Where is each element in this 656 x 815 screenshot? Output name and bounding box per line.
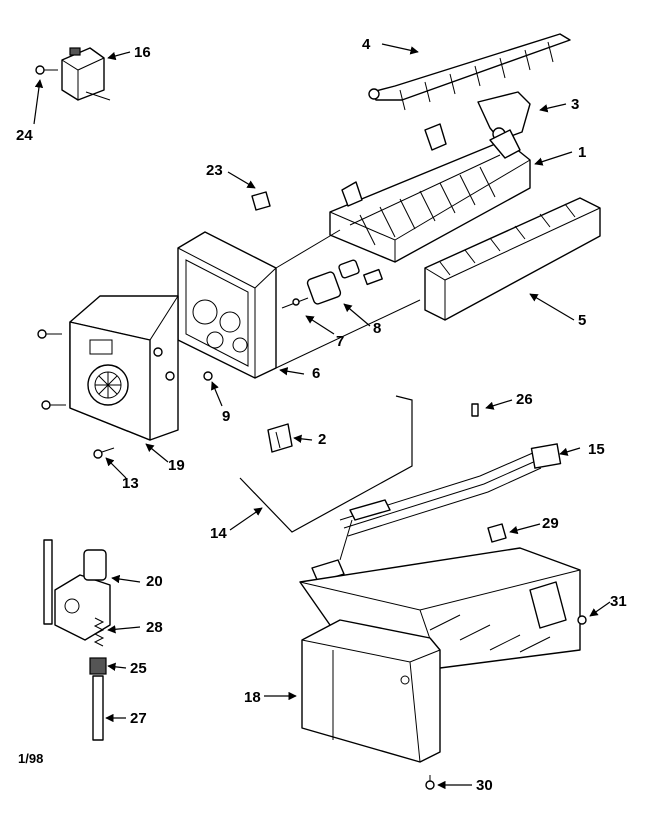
part-7-shaft [281, 297, 309, 309]
callout-2: 2 [318, 431, 326, 448]
callout-15: 15 [588, 441, 605, 458]
callout-4: 4 [362, 36, 371, 53]
part-18-front-cover [301, 619, 441, 763]
callout-19: 19 [168, 457, 185, 474]
part-28-spring [93, 617, 105, 647]
part-15-harness [311, 443, 562, 583]
part-26-screw [471, 403, 479, 417]
callout-26: 26 [516, 391, 533, 408]
callout-8: 8 [373, 320, 381, 337]
part-5-cover [424, 197, 601, 321]
callout-28: 28 [146, 619, 163, 636]
callout-6: 6 [312, 365, 320, 382]
callout-7: 7 [336, 333, 344, 350]
callout-30: 30 [476, 777, 493, 794]
part-23-clip [251, 191, 271, 211]
callout-16: 16 [134, 44, 151, 61]
leader-lines [33, 43, 611, 790]
part-20-valve [43, 539, 111, 641]
callout-31: 31 [610, 593, 627, 610]
callout-27: 27 [130, 710, 147, 727]
part-29-clip [487, 523, 507, 543]
date-code: 1/98 [18, 751, 43, 766]
part-14-feeler-arm [239, 395, 413, 533]
callout-13: 13 [122, 475, 139, 492]
part-19-front-cover [69, 295, 179, 441]
part-30-screw [425, 775, 435, 790]
part-16-cover [61, 47, 111, 101]
part-1-mold [329, 123, 531, 263]
part-2-clip [267, 423, 293, 453]
screws [37, 329, 213, 459]
part-25-bushing [89, 657, 107, 675]
callout-14: 14 [210, 525, 227, 542]
callout-5: 5 [578, 312, 586, 329]
part-24-screw [35, 65, 58, 75]
callout-3: 3 [571, 96, 579, 113]
callout-23: 23 [206, 162, 223, 179]
callout-25: 25 [130, 660, 147, 677]
callout-29: 29 [542, 515, 559, 532]
part-8-motor [306, 259, 383, 305]
part-3-bearing [477, 91, 531, 141]
part-6-housing [177, 229, 421, 379]
callout-labels: 16 4 3 1 23 24 5 8 7 6 9 19 13 26 15 2 1… [16, 36, 627, 794]
part-31-screw [577, 615, 587, 625]
callout-20: 20 [146, 573, 163, 590]
part-27-tube [92, 675, 104, 741]
callout-9: 9 [222, 408, 230, 425]
callout-1: 1 [578, 144, 586, 161]
callout-18: 18 [244, 689, 261, 706]
part-4-ejector [368, 33, 571, 111]
callout-24: 24 [16, 127, 33, 144]
